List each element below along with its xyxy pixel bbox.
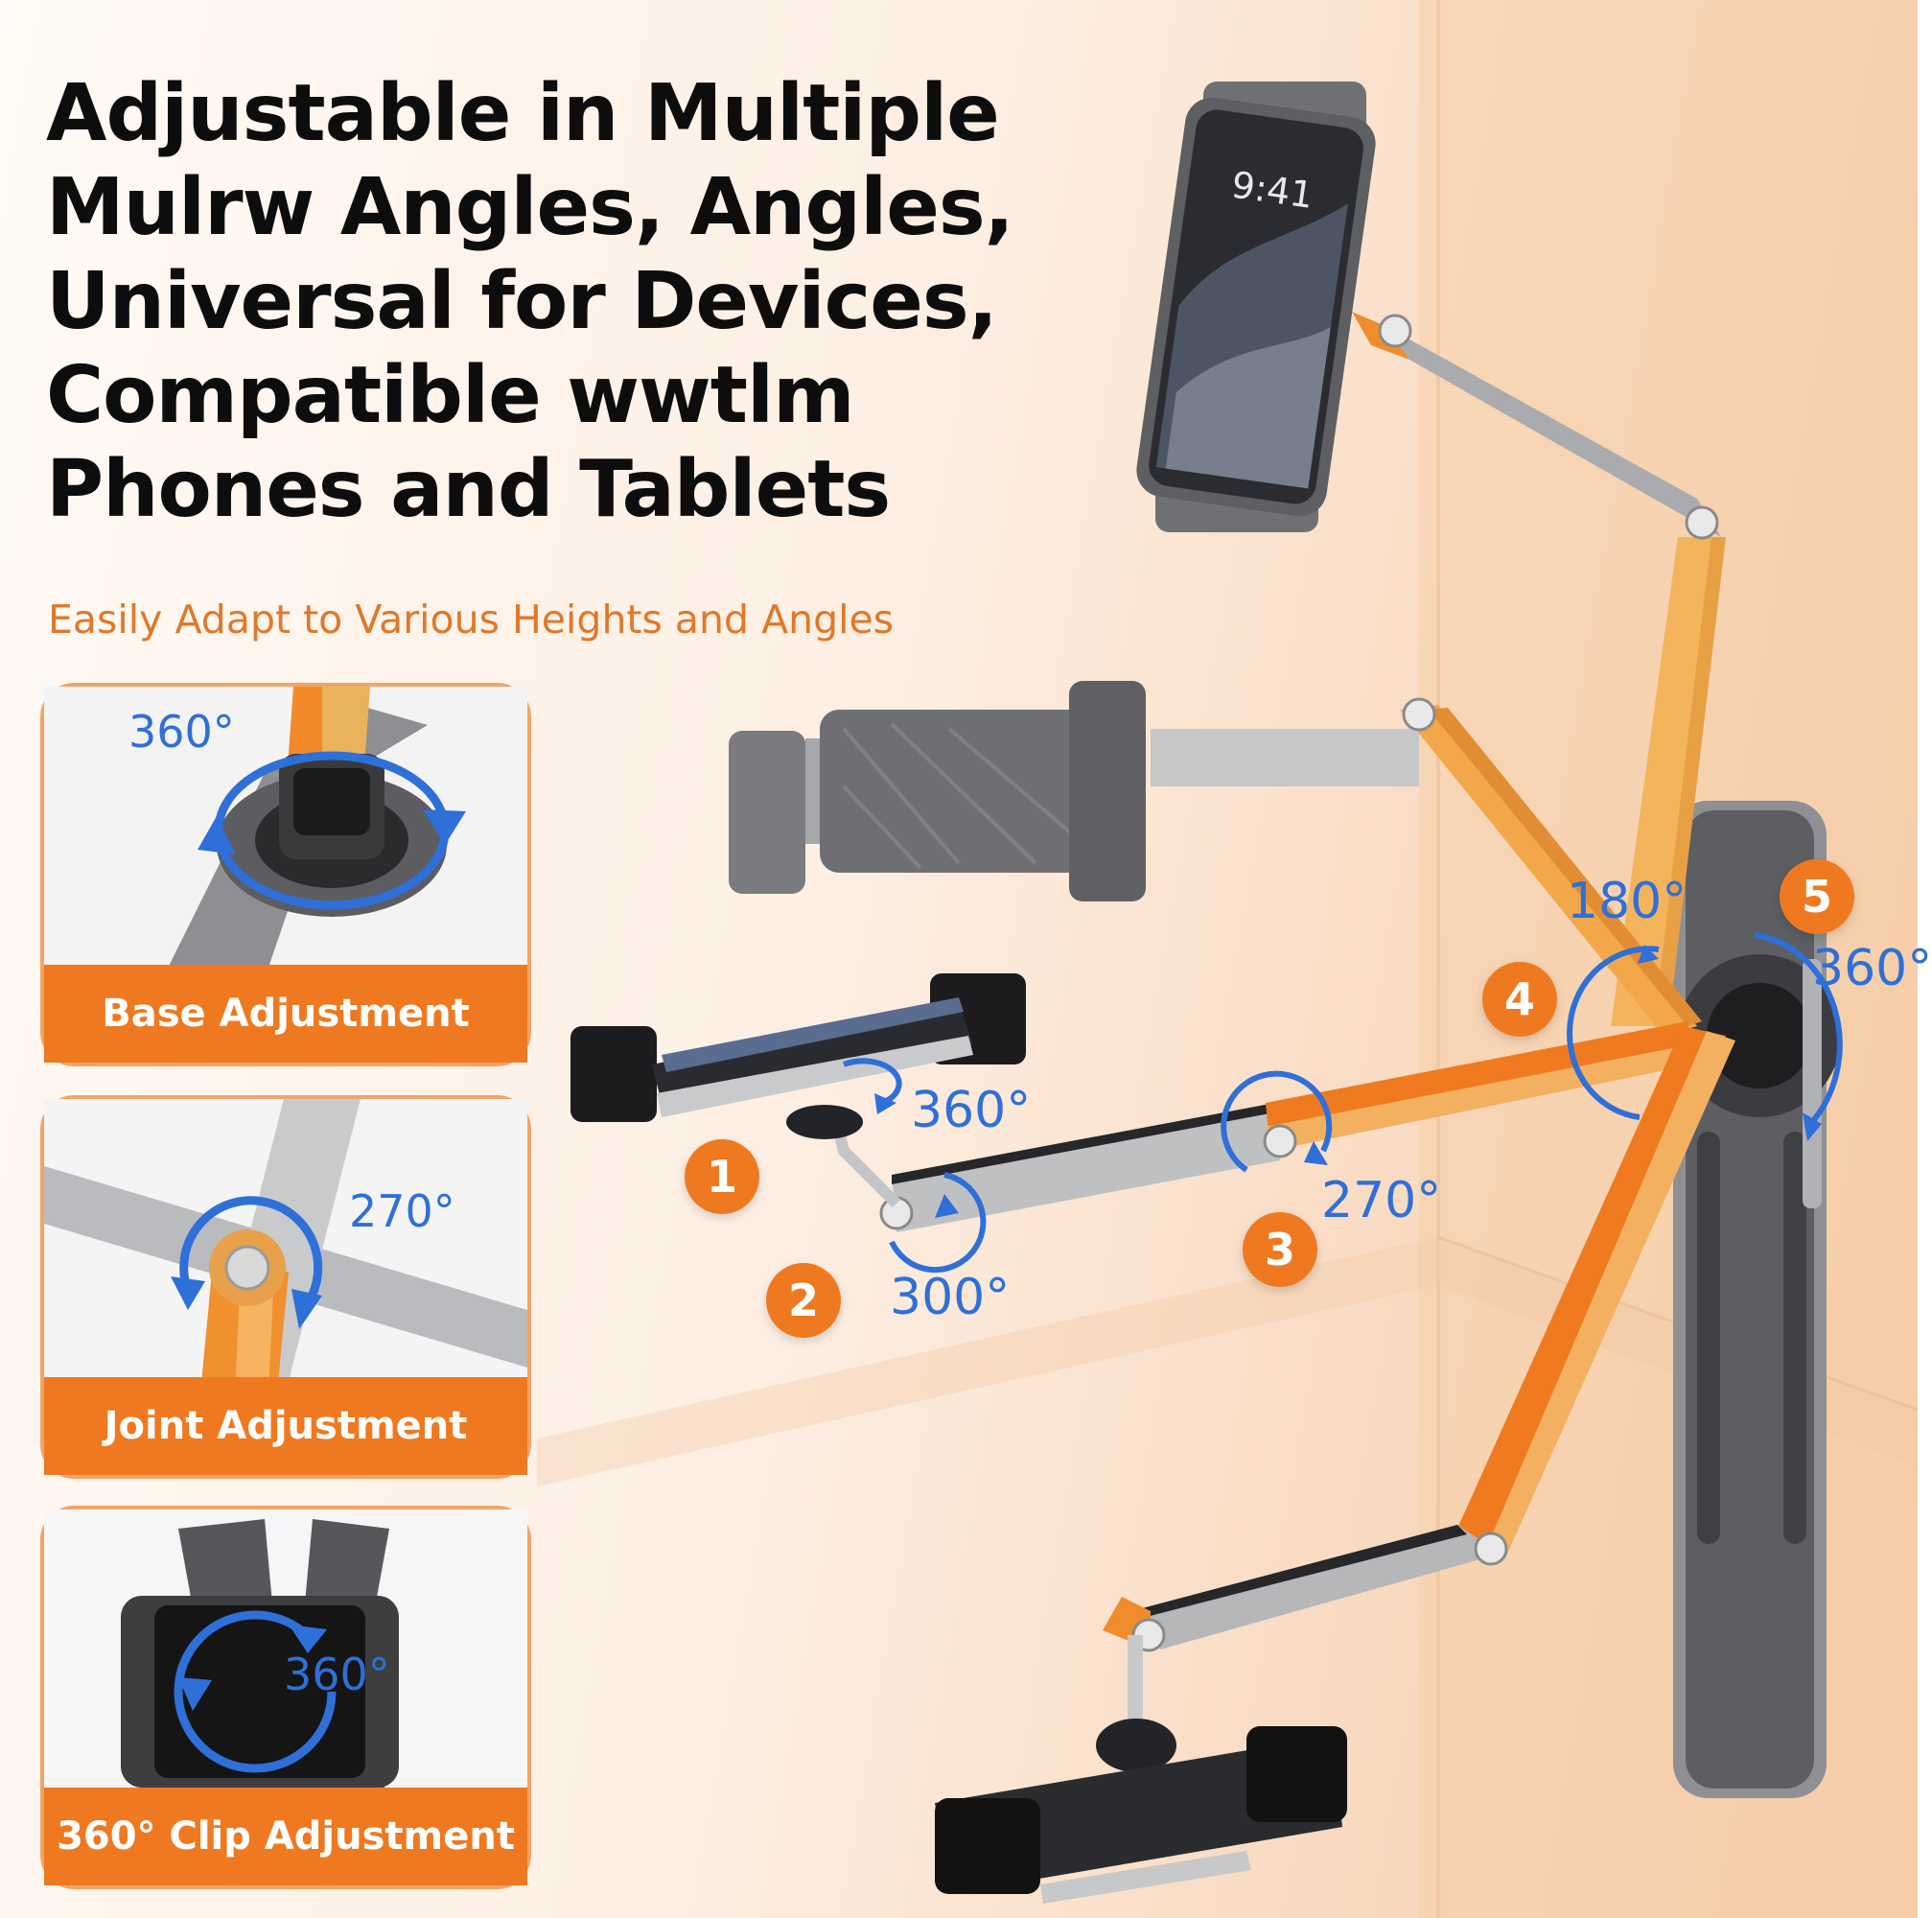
rotation-arrow-icon [174,1610,337,1773]
callout-badge-3: 3 [1243,1212,1317,1287]
clip-angle-label: 360° [284,1649,390,1700]
callout-angle-3: 270° [1321,1172,1442,1229]
callout-angle-2: 300° [890,1269,1011,1326]
headline-line: Mulrw Angles, Angles, [46,162,1014,253]
lower-arm [786,1021,1692,1232]
base-angle-label: 360° [128,706,235,758]
rotation-arrow-icon [198,751,466,910]
upper-arm [1352,312,1726,1026]
headline-line: Adjustable in Multiple [46,68,1000,159]
front-phone-holder [570,973,1026,1122]
callout-angle-5: 360° [1812,940,1932,997]
lower-diagonal-arm [1096,1026,1735,1772]
rotation-arrowhead-icon [874,945,1822,1218]
subtitle: Easily Adapt to Various Heights and Angl… [48,596,895,643]
headline: Adjustable in Multiple Mulrw Angles, Ang… [46,67,1014,537]
joint-adjustment-panel: 270° Joint Adjustment [40,1095,531,1479]
base-adjustment-panel: 360° Base Adjustment [40,683,531,1066]
clip-adjustment-label: 360° Clip Adjustment [44,1788,527,1885]
tablet-holder [729,681,1146,901]
rotation-arrow-icon [842,932,1843,1274]
callout-badge-2: 2 [766,1263,841,1338]
callout-badge-1: 1 [685,1139,759,1214]
clip-adjustment-panel: 360° 360° Clip Adjustment [40,1506,531,1889]
joint-angle-label: 270° [349,1185,455,1237]
callout-angle-4: 180° [1567,873,1688,930]
bottom-phone-holder [935,1726,1347,1904]
joint-adjustment-label: Joint Adjustment [44,1377,527,1475]
headline-line: Universal for Devices, [46,256,998,347]
headline-line: Phones and Tablets [46,444,891,535]
callout-badge-5: 5 [1780,859,1854,934]
base-adjustment-label: Base Adjustment [44,965,527,1063]
top-phone-holder: 9:41 [1136,82,1376,532]
callout-badge-4: 4 [1482,962,1557,1037]
callout-angle-1: 360° [911,1082,1032,1139]
rotation-arrow-icon [171,1196,323,1329]
headline-line: Compatible wwtlm [46,350,855,441]
